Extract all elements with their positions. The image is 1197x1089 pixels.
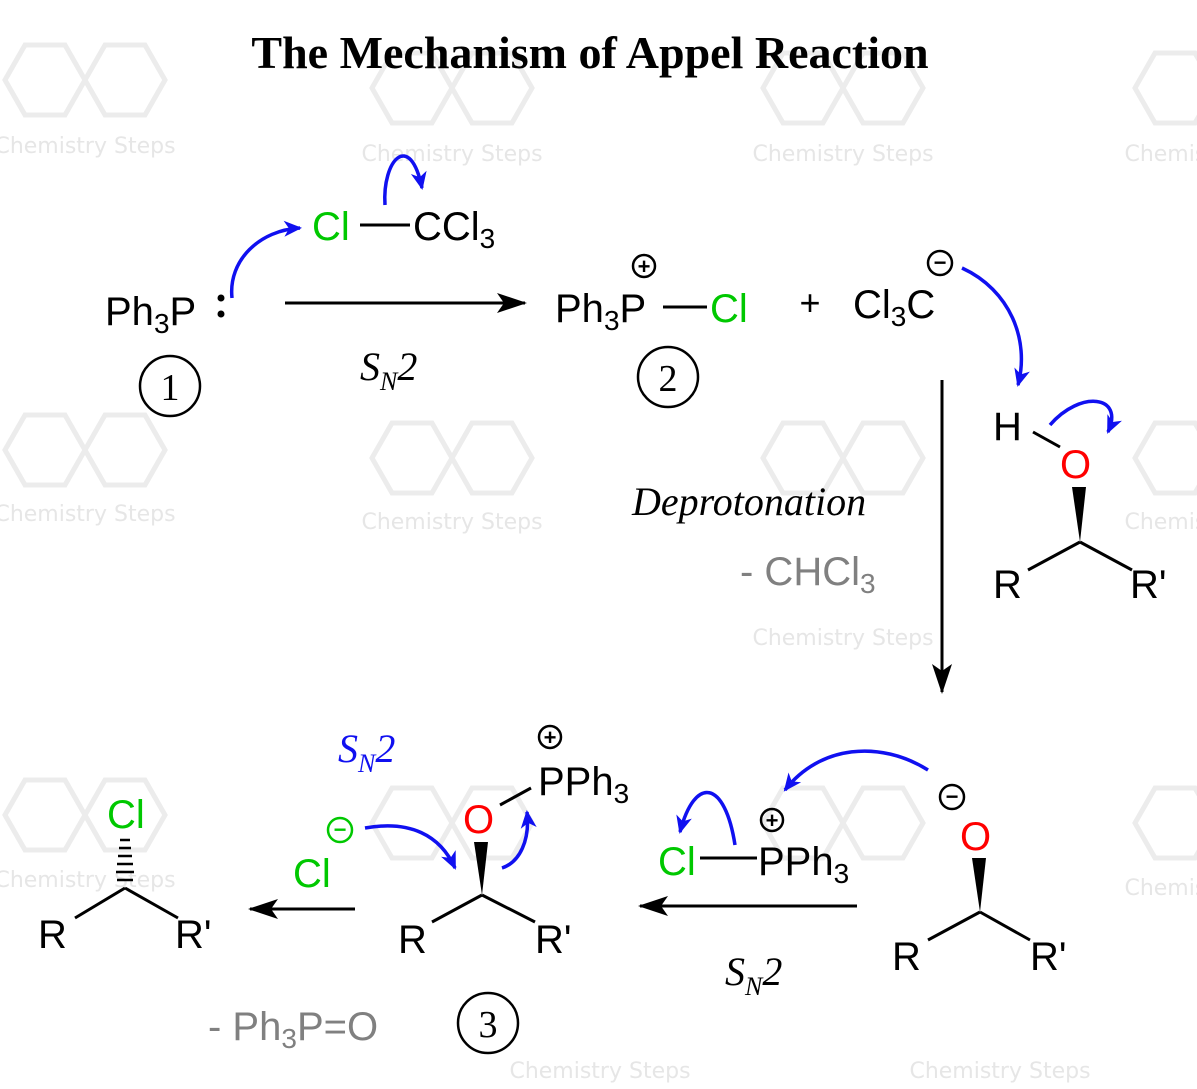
svg-text:O: O	[463, 798, 494, 842]
deprotonation-label: Deprotonation	[631, 479, 866, 524]
chlorophosphonium: Cl PPh3 +	[658, 807, 849, 889]
svg-text:R: R	[892, 935, 921, 979]
svg-text:R: R	[38, 913, 67, 957]
svg-text:+: +	[638, 254, 651, 279]
step-number-circle	[636, 345, 700, 409]
svg-text:Ph3P: Ph3P	[555, 287, 646, 336]
curved-arrow	[1048, 399, 1122, 434]
svg-text:R': R'	[175, 913, 212, 957]
negative-charge-icon	[938, 783, 966, 811]
watermark-text: Chemistry Steps	[0, 134, 176, 159]
positive-charge-icon	[537, 724, 563, 750]
watermark-layer: Chemistry Steps Chemistry Steps Chemistr…	[0, 42, 1197, 1084]
lone-pair-dot	[217, 310, 225, 318]
watermark-text: Chemistry Steps	[361, 142, 542, 167]
svg-text:R: R	[398, 918, 427, 962]
step-number: 2	[659, 358, 678, 400]
wedge-bond	[1072, 487, 1086, 542]
oxyphosphonium-intermediate: SN2 + PPh3 O R R' Cl −	[293, 724, 629, 962]
negative-charge-icon	[926, 249, 954, 277]
negative-charge-icon	[326, 816, 354, 844]
byproduct-phosphine-oxide: - Ph3P=O	[208, 1005, 378, 1054]
sn2-label: SN2	[360, 344, 417, 396]
watermark-text: Chemistry Steps	[1124, 142, 1197, 167]
step-number: 1	[161, 367, 180, 409]
alkyl-chloride-product: Cl R R'	[38, 793, 212, 957]
svg-text:PPh3: PPh3	[758, 840, 849, 889]
watermark-text: Chemistry Steps	[1124, 876, 1197, 901]
sn2-label: SN2	[338, 726, 395, 778]
svg-text:−: −	[946, 784, 959, 809]
watermark-text: Chemistry Steps	[361, 510, 542, 535]
curved-arrow	[783, 749, 929, 792]
svg-text:Cl: Cl	[658, 840, 696, 884]
subscript: 3	[154, 308, 170, 339]
trichloromethanide-anion: Cl3C −	[853, 249, 954, 332]
curved-arrow	[501, 810, 537, 870]
ph-text: Ph	[105, 290, 154, 334]
svg-text:CCl3: CCl3	[413, 205, 495, 254]
triphenylphosphine: Ph3P	[105, 290, 225, 339]
p-text: P	[170, 290, 197, 334]
wedge-bond	[474, 842, 488, 895]
svg-text:R: R	[993, 563, 1022, 607]
lone-pair-dot	[217, 294, 225, 302]
positive-charge-icon	[759, 807, 785, 833]
step-number-circle	[138, 354, 202, 418]
curved-arrow	[383, 154, 427, 206]
svg-text:R': R'	[535, 918, 572, 962]
svg-text:+: +	[544, 725, 557, 750]
svg-text:H: H	[993, 405, 1022, 449]
alkoxide: − O R R'	[892, 783, 1067, 979]
watermark-text: Chemistry Steps	[752, 626, 933, 651]
curved-arrow	[364, 824, 457, 870]
carbon-tetrachloride: Cl CCl3	[312, 205, 495, 254]
curved-arrow	[676, 790, 737, 846]
svg-text:−: −	[934, 250, 947, 275]
watermark-text: Chemistry Steps	[1124, 510, 1197, 535]
cl-atom: Cl	[710, 287, 748, 331]
watermark-text: Chemistry Steps	[0, 502, 176, 527]
watermark-text: Chemistry Steps	[909, 1059, 1090, 1084]
cl-atom: Cl	[312, 205, 350, 249]
svg-text:Cl: Cl	[293, 852, 331, 896]
ccl-text: CCl	[413, 205, 480, 249]
chlorophosphonium-ion: Ph3P + Cl	[555, 253, 748, 336]
svg-text:+: +	[766, 808, 779, 833]
sn2-label: SN2	[725, 949, 782, 1001]
hashed-wedge-bond	[116, 838, 134, 882]
watermark-text: Chemistry Steps	[509, 1059, 690, 1084]
step-number-circle	[456, 991, 520, 1055]
watermark-text: Chemistry Steps	[752, 142, 933, 167]
svg-text:−: −	[334, 817, 347, 842]
alcohol: H O R R'	[993, 405, 1167, 607]
watermark-text: Chemistry Steps	[0, 868, 176, 893]
wedge-bond	[972, 858, 986, 912]
svg-text:O: O	[1060, 443, 1091, 487]
svg-text:PPh3: PPh3	[538, 760, 629, 809]
svg-text:Cl: Cl	[107, 793, 145, 837]
page-title: The Mechanism of Appel Reaction	[251, 27, 928, 78]
curved-arrow	[229, 220, 302, 299]
svg-text:R': R'	[1130, 563, 1167, 607]
plus-sign: +	[799, 282, 820, 323]
svg-text:O: O	[960, 815, 991, 859]
curved-arrow	[961, 266, 1030, 387]
svg-text:R': R'	[1030, 935, 1067, 979]
svg-text:Ph3P: Ph3P	[105, 290, 196, 339]
positive-charge-icon	[631, 253, 657, 279]
subscript: 3	[480, 223, 496, 254]
byproduct-chcl3: - CHCl3	[740, 550, 876, 599]
svg-text:Cl3C: Cl3C	[853, 283, 935, 332]
step-number: 3	[479, 1004, 498, 1046]
